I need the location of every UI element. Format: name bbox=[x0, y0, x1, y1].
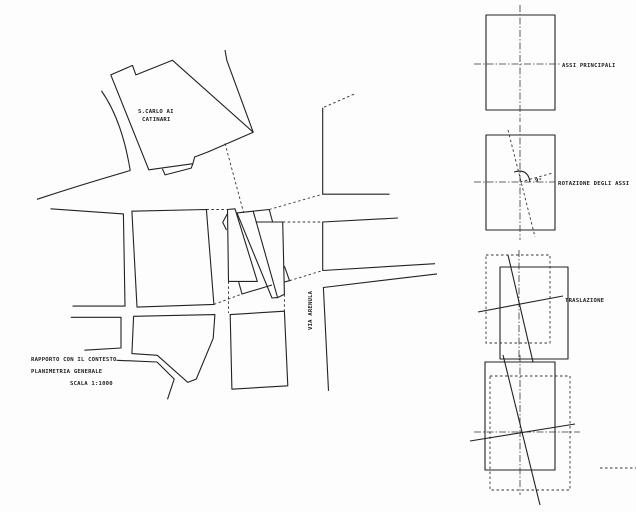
caption-subtitle: PLANIMETRIA GENERALE bbox=[31, 369, 102, 375]
street-edge-south bbox=[116, 359, 175, 400]
church-neighbour-edge bbox=[224, 49, 254, 133]
cross-axis bbox=[469, 423, 576, 442]
project-buildings bbox=[222, 208, 291, 299]
block-southwest bbox=[70, 316, 122, 351]
block-south-irregular bbox=[131, 314, 216, 383]
translated-rectangle bbox=[489, 375, 571, 491]
alignment-dashed-4 bbox=[289, 270, 323, 282]
church-axis-dashed bbox=[224, 143, 245, 214]
street-edge-left bbox=[36, 90, 131, 200]
cross-axis bbox=[477, 295, 564, 313]
project-block-east bbox=[255, 221, 285, 299]
site-plan: S.CARLO AI CATINARI VIA ARENULA RAPPORTO… bbox=[31, 49, 438, 400]
diagram-label: TRASLAZIONE bbox=[565, 298, 604, 304]
rotated-vertical-axis bbox=[507, 129, 536, 238]
street-label-via-arenula: VIA ARENULA bbox=[308, 290, 314, 330]
original-rectangle bbox=[485, 254, 551, 344]
block-northeast bbox=[322, 107, 390, 195]
project-slab-1-back bbox=[222, 213, 228, 231]
block-west bbox=[50, 208, 126, 307]
caption-title: RAPPORTO CON IL CONTESTO bbox=[31, 357, 117, 363]
block-south-central bbox=[229, 310, 289, 390]
diagram-label: ASSI PRINCIPALI bbox=[562, 63, 616, 69]
alignment-dashed-2 bbox=[269, 193, 323, 210]
diagram-label: ROTAZIONE DEGLI ASSI bbox=[558, 181, 629, 187]
block-southeast bbox=[322, 273, 438, 391]
project-block-edge bbox=[283, 265, 291, 283]
rotated-plan-rectangle bbox=[484, 361, 556, 471]
church-label: S.CARLO AI bbox=[138, 109, 174, 115]
plan-rectangle bbox=[485, 14, 556, 111]
project-slab-2-base bbox=[237, 281, 273, 295]
rotation-angle-arc bbox=[513, 170, 531, 183]
axis-extension-dashed bbox=[322, 93, 355, 109]
project-slab-1 bbox=[226, 208, 258, 282]
diagram-translation: TRASLAZIONE bbox=[477, 250, 604, 363]
church-label-2: CATINARI bbox=[142, 117, 171, 123]
diagram-main-axes: ASSI PRINCIPALI bbox=[474, 5, 616, 122]
alignment-dashed-5 bbox=[213, 293, 243, 305]
angle-mark: 9° bbox=[535, 178, 542, 184]
church-s-carlo-outline bbox=[110, 59, 254, 171]
block-east-middle bbox=[322, 217, 436, 272]
church-porch bbox=[161, 163, 194, 176]
caption-scale: SCALA 1:1000 bbox=[70, 381, 113, 387]
diagram-axis-rotation: 9° ROTAZIONE DEGLI ASSI bbox=[474, 125, 629, 240]
rotated-horizontal-axis bbox=[519, 172, 554, 183]
rotated-axis bbox=[507, 254, 534, 363]
diagram-final-composition bbox=[469, 354, 580, 506]
block-central-west bbox=[131, 208, 215, 308]
translated-rectangle bbox=[499, 266, 569, 360]
plan-rectangle bbox=[485, 134, 556, 231]
rotated-axis bbox=[502, 354, 541, 506]
